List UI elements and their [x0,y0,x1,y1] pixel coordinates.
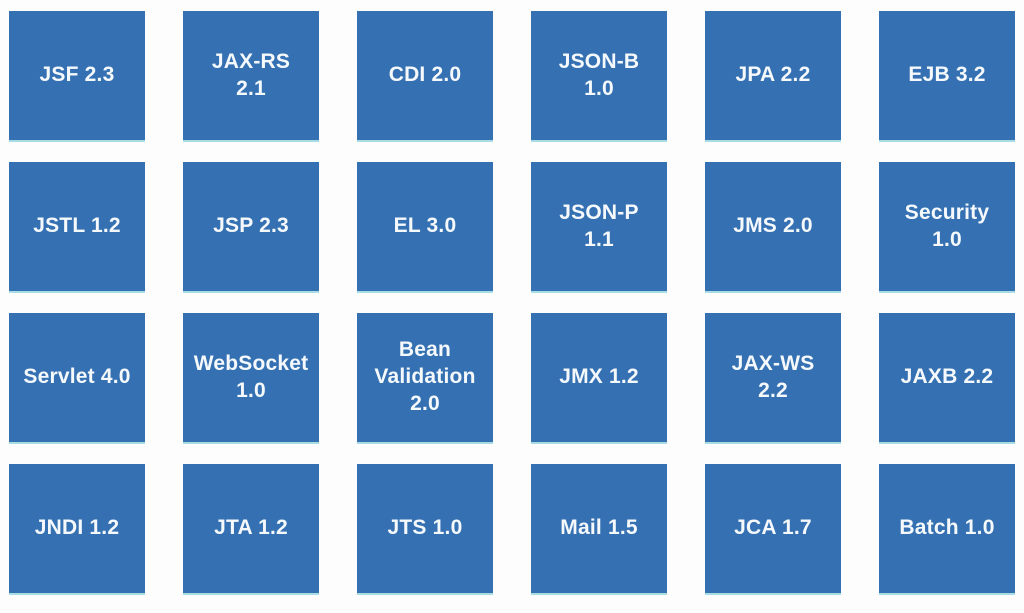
tile-security: Security 1.0 [879,162,1015,293]
tile-batch: Batch 1.0 [879,464,1015,595]
tile-jsf: JSF 2.3 [9,11,145,142]
tile-jax-rs: JAX-RS 2.1 [183,11,319,142]
tile-json-p: JSON-P 1.1 [531,162,667,293]
tile-jta: JTA 1.2 [183,464,319,595]
tile-websocket: WebSocket 1.0 [183,313,319,444]
tile-jmx: JMX 1.2 [531,313,667,444]
tile-json-b: JSON-B 1.0 [531,11,667,142]
tile-servlet: Servlet 4.0 [9,313,145,444]
tile-jts: JTS 1.0 [357,464,493,595]
tile-ejb: EJB 3.2 [879,11,1015,142]
tile-jstl: JSTL 1.2 [9,162,145,293]
tile-jsp: JSP 2.3 [183,162,319,293]
tile-jms: JMS 2.0 [705,162,841,293]
tile-bean-validation: Bean Validation 2.0 [357,313,493,444]
tile-jaxb: JAXB 2.2 [879,313,1015,444]
tile-mail: Mail 1.5 [531,464,667,595]
tile-jax-ws: JAX-WS 2.2 [705,313,841,444]
tile-jpa: JPA 2.2 [705,11,841,142]
tile-jndi: JNDI 1.2 [9,464,145,595]
tile-cdi: CDI 2.0 [357,11,493,142]
tile-el: EL 3.0 [357,162,493,293]
java-ee-tile-grid: JSF 2.3 JAX-RS 2.1 CDI 2.0 JSON-B 1.0 JP… [9,11,1015,595]
tile-jca: JCA 1.7 [705,464,841,595]
